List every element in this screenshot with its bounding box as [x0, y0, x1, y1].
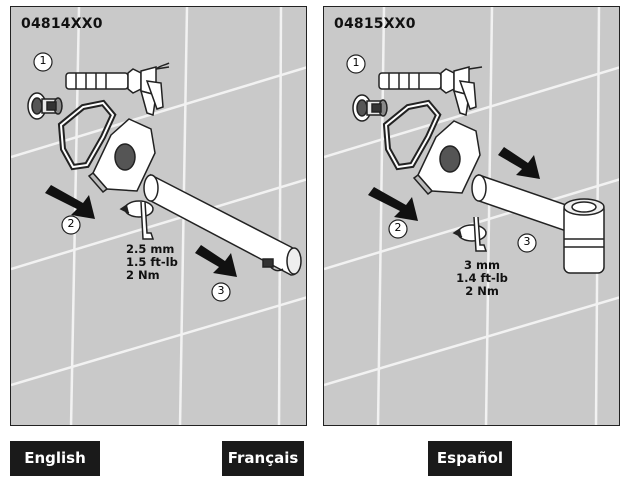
tile-grout-lines: [11, 7, 306, 425]
spout: [143, 173, 302, 276]
wall-connector: [27, 92, 63, 120]
torque-spec: 3 mm 1.4 ft-lb 2 Nm: [452, 259, 512, 298]
rotation-icon: [119, 200, 154, 218]
step-circles: [33, 52, 231, 302]
seal-ring: [57, 99, 117, 171]
torque-key-size: 3 mm: [464, 258, 500, 272]
step-number-3: 3: [523, 235, 531, 248]
torque-ftlb: 1.5 ft-lb: [126, 255, 178, 269]
language-tab-english[interactable]: English: [10, 441, 100, 476]
model-number: 04815XX0: [334, 16, 416, 32]
torque-nm: 2 Nm: [126, 268, 160, 282]
step-number-2: 2: [67, 217, 75, 230]
step-number-1: 1: [39, 54, 47, 67]
step-number-1: 1: [352, 56, 360, 69]
torque-key-size: 2.5 mm: [126, 242, 175, 256]
arrow-icon: [498, 147, 540, 179]
torque-nm: 2 Nm: [465, 284, 499, 298]
step-number-3: 3: [217, 284, 225, 297]
hex-rosette: [412, 120, 481, 196]
step-circles: [346, 54, 537, 253]
caulk-gun-icon: [378, 66, 483, 116]
wall-connector: [352, 94, 388, 122]
arrow-icon: [368, 187, 418, 221]
tile-wall-illustration: [324, 7, 619, 425]
hex-rosette: [87, 118, 156, 194]
torque-ftlb: 1.4 ft-lb: [456, 271, 508, 285]
model-number: 04814XX0: [21, 16, 103, 32]
arrow-icon: [195, 245, 237, 277]
language-tab-french[interactable]: Français: [222, 441, 304, 476]
hex-key-icon: [140, 201, 155, 240]
tile-wall-illustration: [11, 7, 306, 425]
caulk-gun-icon: [65, 62, 170, 116]
torque-spec: 2.5 mm 1.5 ft-lb 2 Nm: [126, 243, 178, 282]
instruction-panel-left: 04814XX0 1 2 3 2.5 mm 1.5 ft-lb 2 Nm: [10, 6, 307, 426]
step-number-2: 2: [394, 221, 402, 234]
instruction-panel-right: 04815XX0 1 2 3 3 mm 1.4 ft-lb 2 Nm: [323, 6, 620, 426]
seal-ring: [382, 99, 442, 171]
spout: [471, 173, 605, 274]
arrow-icon: [45, 185, 95, 219]
language-tab-spanish[interactable]: Español: [428, 441, 512, 476]
hex-key-icon: [473, 216, 488, 252]
